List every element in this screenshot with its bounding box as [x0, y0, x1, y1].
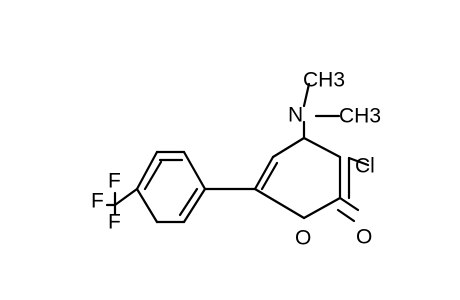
methyl-label-right: CH3 — [339, 105, 381, 128]
ring-oxygen-label: O — [295, 227, 311, 250]
dimethylamino-group: N CH3 CH3 — [288, 69, 381, 140]
nitrogen-label: N — [288, 104, 303, 127]
chloro-bond — [347, 156, 370, 167]
fluorine-label-left: F — [91, 190, 104, 213]
methyl-label-top: CH3 — [303, 69, 345, 92]
pyranone-ring — [253, 136, 360, 223]
chlorine-label: Cl — [355, 155, 375, 178]
trifluoromethyl-group: F F F — [91, 170, 139, 234]
fluorine-label-top: F — [108, 170, 121, 193]
fluorine-label-bottom: F — [108, 211, 121, 234]
carbonyl-oxygen-label: O — [356, 226, 372, 249]
benzene-ring — [135, 150, 207, 224]
